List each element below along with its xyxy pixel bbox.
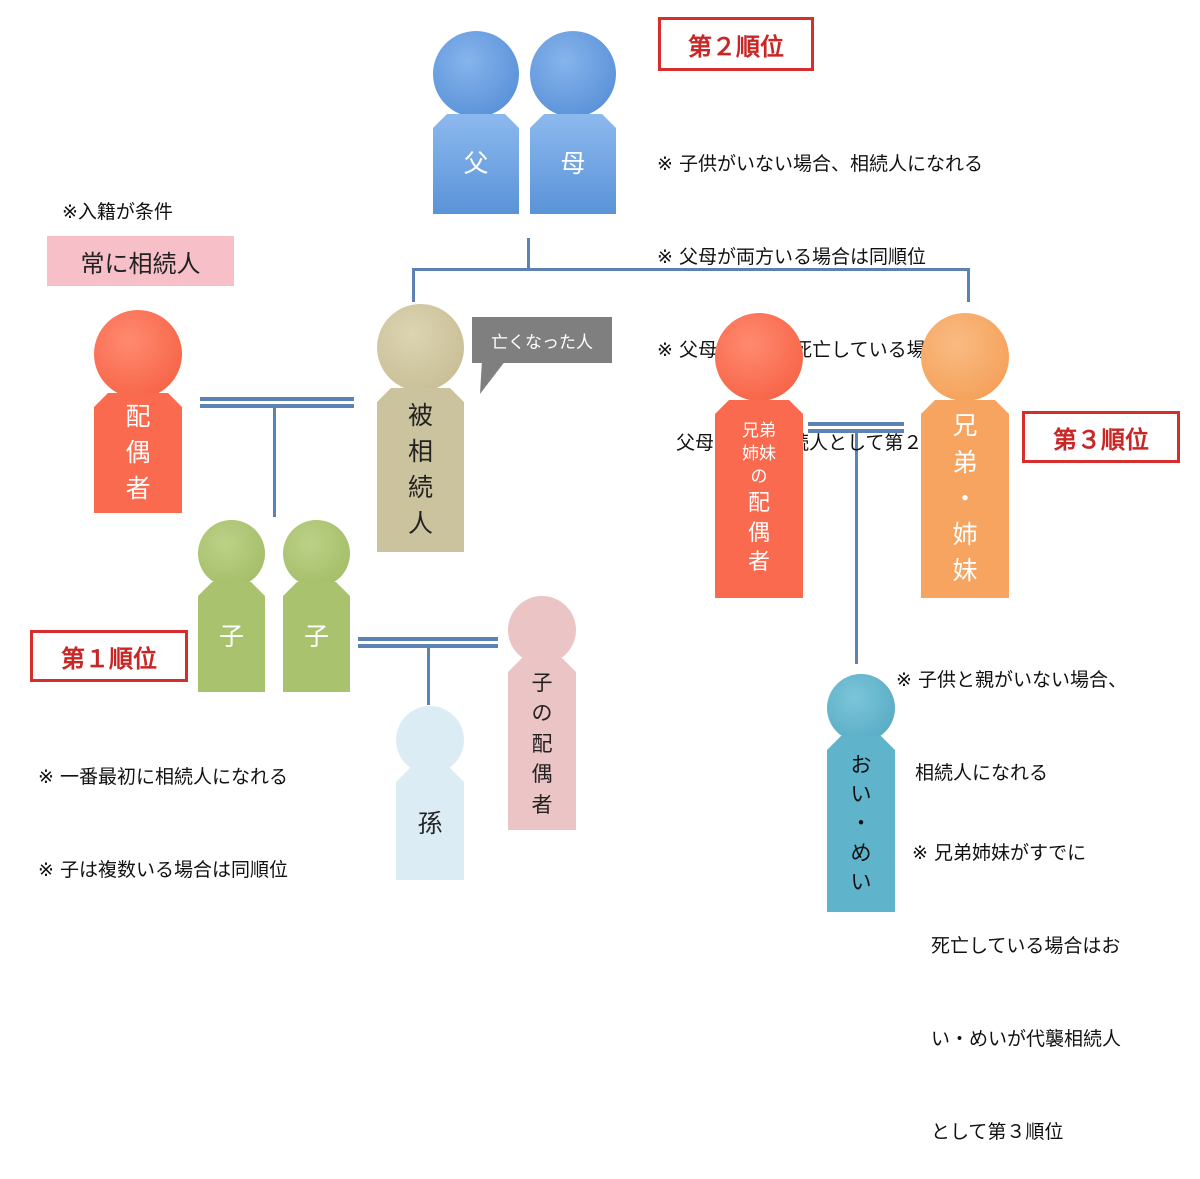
nephew-char: い (850, 781, 872, 806)
child-spouse-char: の (531, 701, 553, 726)
sibling-spouse-char: 配 (747, 490, 770, 516)
siblings-body: 兄 弟 ・ 姉 妹 (921, 400, 1009, 598)
sibling-spouse-char: 者 (747, 550, 770, 576)
child-spouse-char: 配 (531, 731, 553, 756)
rank3-title: 第３順位 (1053, 425, 1149, 454)
parents-crossbar (412, 268, 970, 271)
child2-body: 子 (283, 582, 350, 692)
nephew-char: め (850, 840, 872, 865)
child-spouse-char: 偶 (531, 762, 553, 787)
parents-stem (527, 238, 530, 270)
nephew-char: お (850, 752, 872, 777)
rank2-note: ※ 父母が両方いる場合は同順位 (657, 246, 926, 268)
siblings-char: ・ (952, 483, 978, 513)
rank1-badge: 第１順位 (30, 630, 188, 682)
grandchild-body: 孫 (396, 768, 464, 880)
nephew-stem (855, 432, 858, 664)
sibling-spouse-char: 姉妹 (742, 444, 776, 464)
sibling-spouse-char: の (750, 466, 768, 487)
siblings-char: 弟 (952, 447, 978, 477)
sibling-spouse-char: 兄弟 (742, 421, 776, 442)
child1-label: 子 (218, 621, 244, 651)
father-head (433, 31, 519, 117)
spouse-condition: ※入籍が条件 (62, 201, 173, 223)
grandchild-stem (427, 647, 430, 705)
marriage-line-main (200, 397, 354, 408)
always-heir-label: 常に相続人 (47, 236, 234, 286)
nephew-note: 死亡している場合はお (912, 935, 1121, 957)
rank1-note: ※ 一番最初に相続人になれる (38, 766, 288, 788)
nephew-char: ・ (850, 811, 872, 836)
callout-tail (480, 360, 506, 394)
nephew-note: ※ 兄弟姉妹がすでに (912, 842, 1087, 864)
child1-body: 子 (198, 582, 265, 692)
deceased-char: 続 (407, 473, 433, 502)
deceased-char: 人 (407, 509, 433, 539)
rank2-title: 第２順位 (688, 32, 784, 61)
siblings-char: 姉 (952, 520, 978, 550)
deceased-char: 被 (407, 400, 433, 430)
siblings-drop (967, 268, 970, 302)
child2-label: 子 (303, 621, 329, 651)
mother-head (530, 31, 616, 117)
deceased-char: 相 (407, 436, 433, 466)
deceased-drop (412, 268, 415, 302)
child1-head (198, 520, 265, 587)
rank1-title: 第１順位 (61, 644, 157, 673)
spouse-char: 者 (125, 474, 151, 504)
rank1-note: ※ 子は複数いる場合は同順位 (38, 859, 288, 881)
child-spouse-char: 者 (531, 792, 553, 817)
child-spouse-char: 子 (531, 670, 553, 695)
deceased-head (377, 304, 464, 391)
main-children-stem (273, 407, 276, 517)
father-body: 父 (433, 114, 519, 214)
always-heir-text: 常に相続人 (80, 249, 201, 278)
siblings-head (921, 313, 1009, 401)
rank1-notes: ※ 一番最初に相続人になれる ※ 子は複数いる場合は同順位 (38, 700, 288, 917)
sibling-spouse-body: 兄弟 姉妹 の 配 偶 者 (715, 400, 803, 598)
deceased-callout: 亡くなった人 (472, 317, 612, 363)
spouse-head (94, 310, 182, 398)
father-label: 父 (463, 148, 489, 178)
deceased-body: 被 相 続 人 (377, 388, 464, 552)
child-spouse-head (508, 596, 576, 664)
child-spouse-body: 子 の 配 偶 者 (508, 658, 576, 830)
mother-body: 母 (530, 114, 616, 214)
rank2-note: ※ 子供がいない場合、相続人になれる (657, 153, 983, 175)
nephew-body: お い ・ め い (827, 736, 895, 912)
nephew-head (827, 674, 895, 742)
siblings-char: 兄 (952, 411, 978, 441)
nephew-char: い (850, 870, 872, 895)
nephew-note: い・めいが代襲相続人 (912, 1028, 1122, 1050)
siblings-char: 妹 (952, 556, 978, 586)
mother-label: 母 (560, 148, 586, 178)
child2-head (283, 520, 350, 587)
rank3-note: ※ 子供と親がいない場合、 (896, 669, 1127, 691)
rank2-badge: 第２順位 (658, 17, 814, 71)
nephew-note: として第３順位 (912, 1121, 1064, 1143)
grandchild-label: 孫 (417, 808, 443, 838)
rank3-badge: 第３順位 (1022, 411, 1180, 463)
spouse-char: 偶 (125, 437, 151, 467)
marriage-line-sibling (808, 422, 904, 433)
spouse-body: 配 偶 者 (94, 393, 182, 513)
marriage-line-child (358, 637, 498, 648)
sibling-spouse-head (715, 313, 803, 401)
grandchild-head (396, 706, 464, 774)
rank3-note: 相続人になれる (896, 762, 1049, 784)
spouse-char: 配 (125, 401, 151, 431)
nephew-notes: ※ 兄弟姉妹がすでに 死亡している場合はお い・めいが代襲相続人 として第３順位 (912, 776, 1121, 1179)
deceased-callout-text: 亡くなった人 (491, 332, 593, 353)
rank3-notes: ※ 子供と親がいない場合、 相続人になれる (896, 603, 1127, 820)
sibling-spouse-char: 偶 (747, 520, 770, 546)
